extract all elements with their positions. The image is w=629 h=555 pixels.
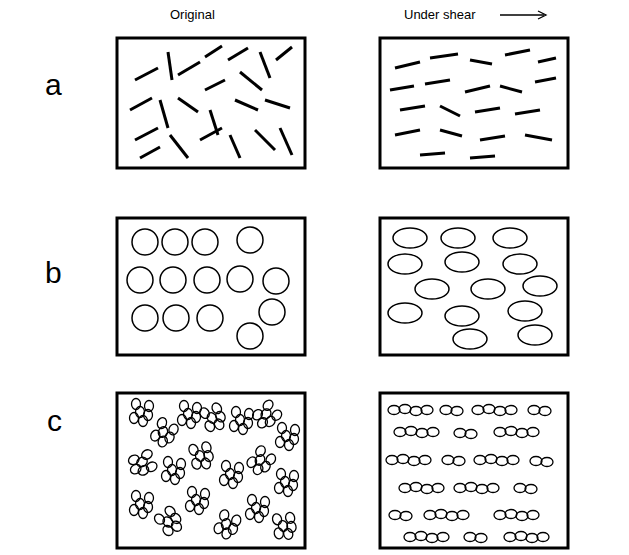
panel-letter: c	[47, 406, 62, 436]
column-heading: Under shear	[404, 8, 476, 21]
panel-letter: b	[45, 258, 62, 288]
column-heading: Original	[170, 8, 215, 21]
panel-letter: a	[45, 70, 62, 100]
